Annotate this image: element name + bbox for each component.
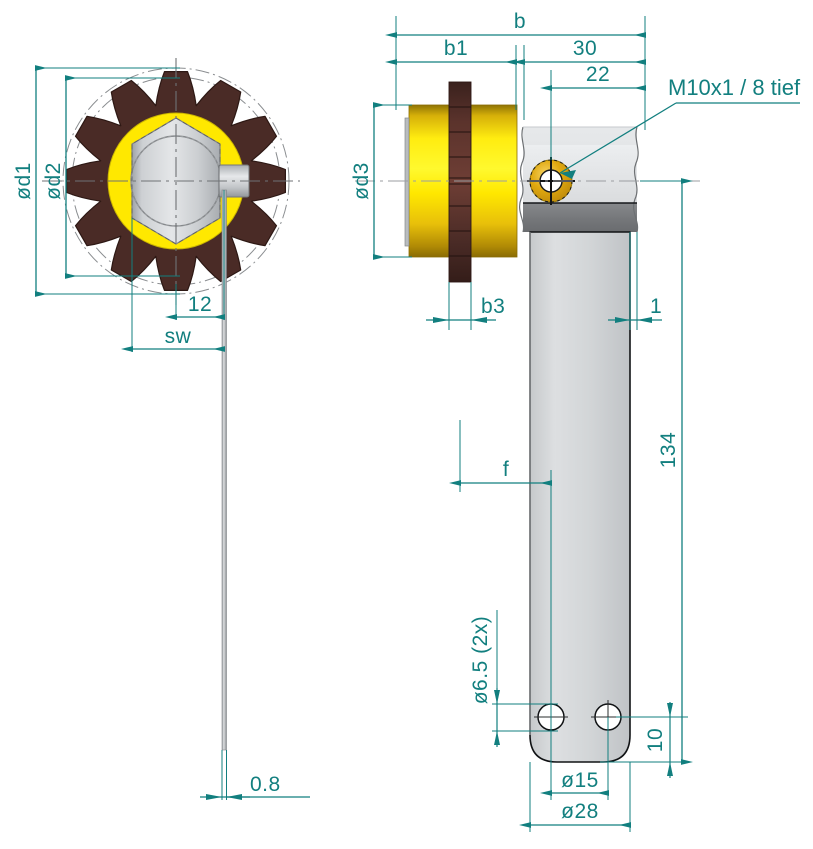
dim-28-label: ø28 xyxy=(561,800,599,823)
dim-b1-label: b1 xyxy=(444,37,468,60)
dim-6-5-label: ø6.5 (2x) xyxy=(469,616,492,705)
dim-sw: sw xyxy=(121,218,225,352)
dim-22: 22 xyxy=(540,63,646,160)
dim-f: f xyxy=(449,420,552,720)
dim-diameter-d1: ød1 xyxy=(12,65,180,297)
dim-diameter-6-5-2x: ø6.5 (2x) xyxy=(469,610,558,747)
side-view: b b1 30 22 ød3 xyxy=(350,10,801,832)
dim-12-label: 12 xyxy=(188,293,212,316)
dim-10: 10 xyxy=(600,702,688,778)
dim-30-label: 30 xyxy=(573,37,597,60)
dim-0-8: 0.8 xyxy=(200,750,310,800)
dim-d3-label: ød3 xyxy=(350,162,373,200)
threaded-hole-m10 xyxy=(527,157,575,205)
note-thread-m10x1-8-tief: M10x1 / 8 tief xyxy=(559,75,801,179)
dim-sw-label: sw xyxy=(165,325,192,348)
dim-b3: b3 xyxy=(426,282,505,330)
dim-diameter-d3: ød3 xyxy=(350,102,412,260)
dim-15-label: ø15 xyxy=(561,769,599,792)
dim-b-label: b xyxy=(514,10,526,33)
dim-12: 12 xyxy=(165,190,225,320)
bracket-arm xyxy=(529,231,631,763)
sprocket-teeth-band xyxy=(448,81,472,283)
sprocket-band-tooth-lines xyxy=(449,106,471,257)
dim-d2-label: ød2 xyxy=(42,162,65,200)
dim-22-label: 22 xyxy=(586,63,610,86)
dim-1-label: 1 xyxy=(650,295,662,318)
dim-diameter-15: ø15 xyxy=(540,717,609,800)
note-thread-label: M10x1 / 8 tief xyxy=(668,75,801,100)
roller-left-flange xyxy=(404,117,410,247)
dim-f-label: f xyxy=(503,458,509,481)
dim-1: 1 xyxy=(608,232,662,330)
dim-134-label: 134 xyxy=(657,432,680,469)
dim-0-8-label: 0.8 xyxy=(250,773,281,796)
dim-b1: b1 xyxy=(385,37,517,110)
dim-diameter-28: ø28 xyxy=(519,762,631,832)
dim-diameter-d2: ød2 xyxy=(42,75,180,279)
dim-30: 30 xyxy=(513,37,646,120)
dim-b3-label: b3 xyxy=(481,295,505,318)
front-view: ød1 ød2 12 sw 0.8 xyxy=(12,58,310,800)
dim-d1-label: ød1 xyxy=(12,162,35,200)
dim-10-label: 10 xyxy=(644,728,667,752)
